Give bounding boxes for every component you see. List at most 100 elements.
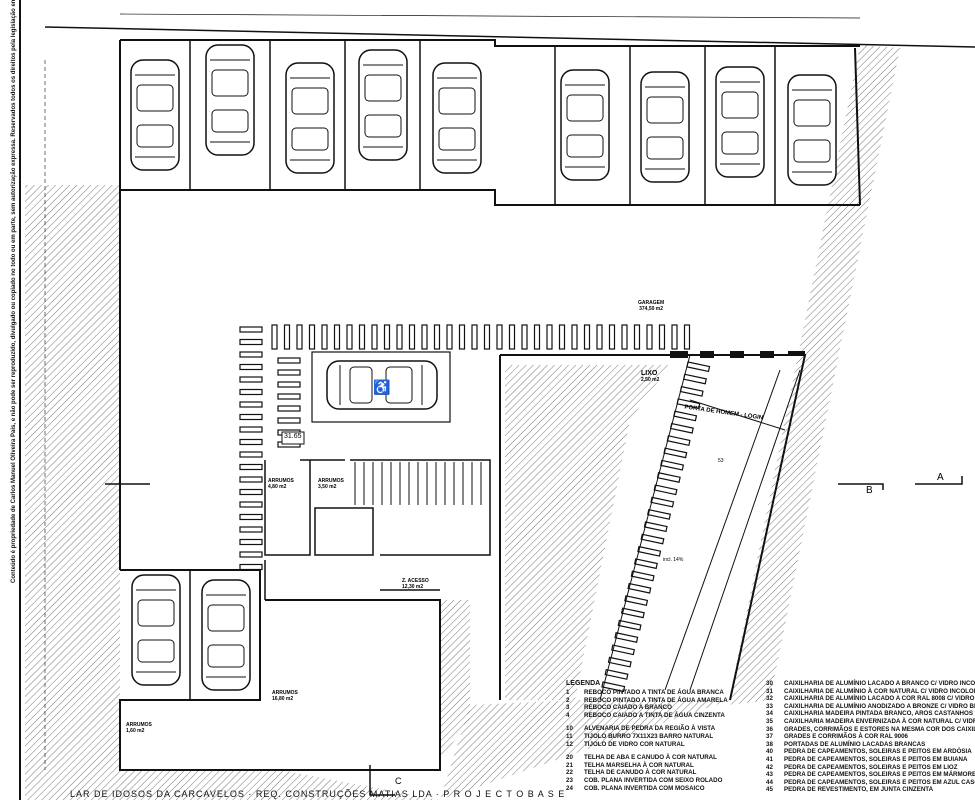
ramp-slope: incl. 14% (663, 557, 684, 563)
legend-item: 41 PEDRA DE CAPEAMENTOS, SOLEIRAS E PEITO… (766, 756, 975, 764)
legend-text: CAIXILHARIA MADEIRA ENVERNIZADA À COR NA… (784, 717, 975, 725)
legend-text: TIJOLO BURRO 7X11X23 BARRO NATURAL (584, 732, 714, 740)
lixo-name: LIXO (641, 370, 658, 377)
stripe (239, 363, 263, 371)
legend-text: REBOCO CAIADO A BRANCO (584, 704, 672, 712)
car (130, 59, 180, 171)
legend-text: TELHA DE ABA E CANUDO À COR NATURAL (584, 754, 717, 762)
legend-text: PEDRA DE CAPEAMENTOS, SOLEIRAS E PEITOS … (784, 755, 968, 763)
stripe (239, 351, 263, 358)
lixo-area: 2,50 m2 (641, 377, 660, 383)
stripe (239, 551, 263, 558)
car (640, 71, 690, 183)
stripe (239, 401, 263, 408)
stripe (508, 324, 516, 350)
stripe (277, 393, 301, 400)
stripe (521, 324, 528, 350)
stripe (614, 632, 639, 643)
stripe (277, 381, 301, 388)
legend-number: 41 (766, 755, 773, 763)
stripe (239, 438, 263, 446)
stripe (546, 324, 553, 350)
stripe (653, 484, 678, 496)
legend-text: PEDRA DE CAPEAMENTOS, SOLEIRAS E PEITOS … (784, 778, 975, 786)
stripe (239, 488, 263, 496)
stripe (239, 338, 263, 346)
legend-item: 30 CAIXILHARIA DE ALUMÍNIO LACADO A BRANC… (766, 680, 975, 688)
legend-number: 21 (566, 761, 573, 769)
stripe (239, 463, 263, 471)
legend-text: REBOCO PINTADO A TINTA DE ÁGUA AMARELA (584, 696, 728, 704)
stripe (683, 324, 691, 350)
stripe (483, 324, 491, 350)
stripe (601, 681, 626, 693)
legend-number: 42 (766, 763, 773, 771)
stripe (596, 324, 603, 350)
hatch-left (25, 185, 440, 800)
legend-number: 12 (566, 740, 573, 748)
legend-text: CAIXILHARIA DE ALUMÍNIO LACADO A BRANCO … (784, 680, 975, 687)
floor-stripes-left (239, 326, 301, 571)
car (201, 579, 251, 691)
stripe (239, 513, 263, 521)
stripe (239, 376, 263, 383)
legend-number: 43 (766, 771, 773, 779)
stripe (239, 526, 263, 533)
car (787, 74, 837, 186)
stripe (671, 324, 678, 350)
ramp-number: 53 (718, 458, 724, 464)
car (131, 574, 181, 686)
boundary-line (44, 26, 975, 48)
stripe (239, 326, 263, 333)
stripe (533, 324, 541, 350)
stripe (620, 607, 645, 619)
legend-text: TIJOLO DE VIDRO COR NATURAL (584, 740, 685, 748)
car (358, 49, 408, 161)
legend-number: 1 (566, 689, 570, 696)
stripe (656, 472, 681, 483)
stripe (346, 324, 353, 350)
stripe (558, 324, 566, 350)
car (715, 66, 765, 178)
legend-number: 30 (766, 680, 773, 687)
stripe (640, 533, 665, 545)
stripe (239, 501, 263, 508)
stripe (239, 451, 263, 458)
hatch-right (728, 45, 900, 705)
legend-number: 22 (566, 769, 573, 777)
legend-number: 33 (766, 702, 773, 710)
legend-text: GRADES, CORRIMÃOS E ESTORES NA MESMA COR… (784, 725, 975, 733)
stripe (277, 417, 301, 424)
legend-number: 37 (766, 733, 773, 741)
garage-label: GARAGEM 374,50 m2 (638, 300, 664, 312)
car (432, 62, 482, 174)
legend-number: 38 (766, 740, 773, 748)
stripe (679, 385, 704, 397)
legend-item: 38 PORTADAS DE ALUMÍNIO LACADAS BRANCAS (766, 741, 975, 749)
level-box (281, 431, 305, 445)
legend-item: 12 TIJOLO DE VIDRO COR NATURAL (566, 741, 728, 749)
stripe (607, 656, 632, 668)
parked-cars (130, 44, 837, 691)
stripe (371, 324, 378, 350)
stripe (239, 538, 263, 546)
stripe (433, 324, 441, 350)
legend-text: PORTADAS DE ALUMÍNIO LACADAS BRANCAS (784, 740, 926, 748)
stripe (277, 369, 301, 376)
stripe (663, 447, 688, 459)
legend-number: 10 (566, 725, 573, 733)
